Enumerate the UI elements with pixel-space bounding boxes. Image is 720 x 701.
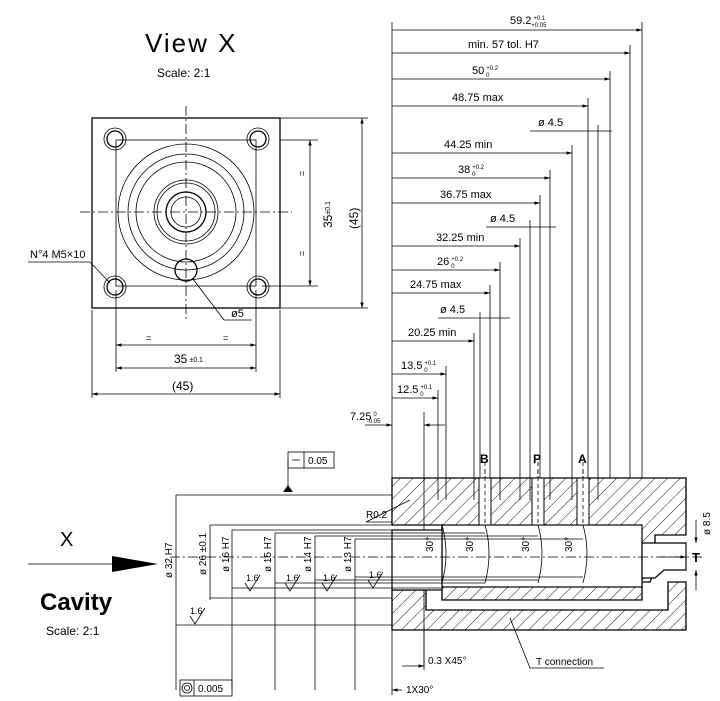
svg-text:0.05: 0.05: [308, 456, 328, 467]
dim-59-2: 59.2+0.1+0.05: [510, 15, 547, 29]
angle-1: 30°: [425, 537, 436, 552]
cavity-title: Cavity: [40, 589, 113, 616]
angle-3: 30°: [521, 537, 532, 552]
dim-36-75: 36.75 max: [440, 189, 492, 201]
port-hole: [174, 258, 198, 282]
corner-holes: [103, 127, 270, 299]
svg-text:0.005: 0.005: [198, 684, 223, 695]
view-x-title: View X: [145, 28, 237, 58]
svg-text:1.6: 1.6: [246, 573, 259, 583]
port-b-label: B: [480, 452, 489, 466]
chamfer-2-label: 1X30°: [406, 685, 433, 696]
dim-dia-4-5-p: ø 4.5: [490, 213, 515, 225]
roughness-symbols: 1.6 1.6 1.6 1.6 1.6: [189, 570, 384, 625]
dim-horizontal-35: 35±0.1: [174, 352, 203, 366]
cavity-label-group: X Cavity Scale: 2:1: [28, 529, 158, 638]
dia-14-label: ø 14 H7: [303, 536, 314, 572]
dim-dia-4-5-b: ø 4.5: [440, 304, 465, 316]
holes-note: N°4 M5×10: [30, 249, 85, 261]
view-x: View X Scale: 2:1 N°4 M5×10: [28, 28, 368, 398]
view-arrow-label: X: [60, 529, 73, 551]
cavity-section: B P A 30° 30° 30° 30° T ø 8.5: [164, 451, 713, 697]
equal-mark-v2: =: [297, 251, 307, 256]
port-dia-label: ø5: [231, 308, 244, 320]
equal-mark-h2: =: [223, 333, 228, 343]
concentricity-frame: 0.005: [179, 679, 233, 697]
view-arrow-icon: [112, 556, 158, 572]
dim-horizontal-overall: (45): [172, 379, 193, 393]
dia-8-5-label: ø 8.5: [702, 512, 713, 535]
cavity-scale: Scale: 2:1: [46, 624, 100, 638]
dim-vertical-35: 35±0.1: [321, 201, 335, 228]
svg-text:1.6: 1.6: [190, 606, 203, 616]
dim-48-75: 48.75 max: [452, 92, 504, 104]
dia-26-label: ø 26 ±0.1: [198, 532, 209, 575]
radius-label: R0.2: [366, 510, 388, 521]
dia-32-label: ø 32 H7: [164, 542, 175, 578]
angle-4: 30°: [564, 537, 575, 552]
dim-24-75: 24.75 max: [410, 279, 462, 291]
svg-text:1.6: 1.6: [369, 570, 382, 580]
dia-13-label: ø 13 H7: [343, 536, 354, 572]
port-p-label: P: [533, 452, 541, 466]
chamfer-1-label: 0.3 X45°: [428, 656, 466, 667]
dim-44-25: 44.25 min: [444, 139, 492, 151]
flatness-frame: 0.05: [283, 451, 335, 492]
equal-mark-v1: =: [297, 171, 307, 176]
port-a-label: A: [578, 452, 587, 466]
dim-min-57: min. 57 tol. H7: [468, 39, 539, 51]
view-x-scale: Scale: 2:1: [157, 66, 211, 80]
dia-16-label: ø 16 H7: [221, 536, 232, 572]
t-connection-label: T connection: [536, 657, 593, 668]
dim-dia-4-5-a: ø 4.5: [538, 117, 563, 129]
svg-text:1.6: 1.6: [323, 573, 336, 583]
equal-mark-h1: =: [146, 333, 151, 343]
dia-15-label: ø 15 H7: [263, 536, 274, 572]
svg-text:1.6: 1.6: [286, 573, 299, 583]
angle-2: 30°: [465, 537, 476, 552]
dim-32-25: 32.25 min: [436, 232, 484, 244]
port-t-label: T: [692, 550, 700, 565]
dim-20-25: 20.25 min: [408, 327, 456, 339]
dim-vertical-overall: (45): [347, 208, 361, 229]
